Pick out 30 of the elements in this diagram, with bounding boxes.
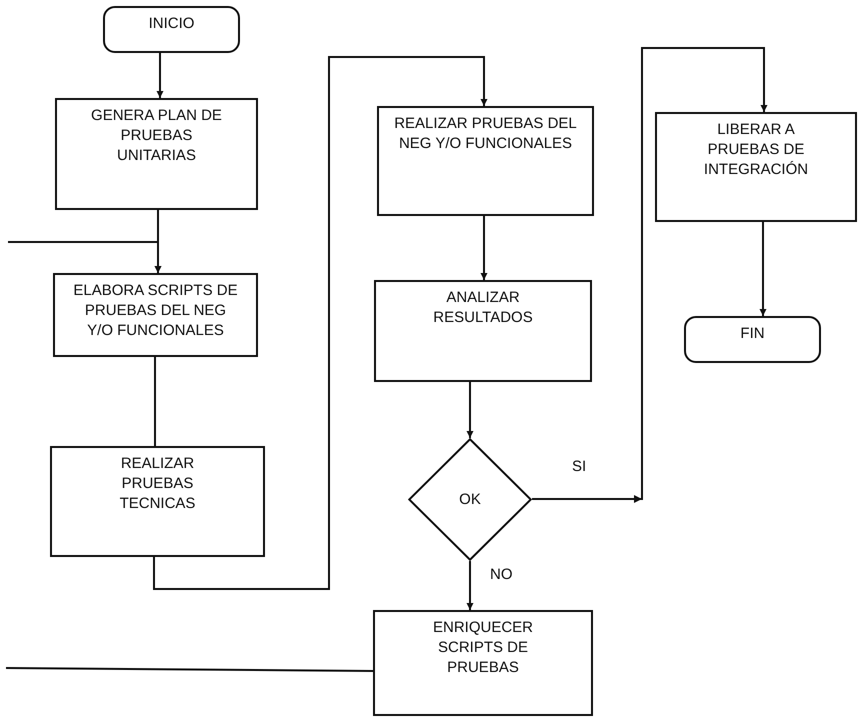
- node-label: REALIZAR PRUEBAS TECNICAS: [118, 454, 196, 514]
- node-label: INICIO: [148, 14, 196, 34]
- node-label: FIN: [739, 324, 766, 344]
- process-box: [53, 273, 258, 357]
- node-label: ANALIZAR RESULTADOS: [432, 288, 534, 328]
- arrow: [760, 222, 766, 316]
- node-label: LIBERAR A PRUEBAS DE INTEGRACIÓN: [702, 120, 810, 180]
- terminal-box: [103, 6, 240, 53]
- node-label: ELABORA SCRIPTS DE PRUEBAS DEL NEG Y/O FUNCIONALES: [72, 281, 239, 341]
- process-box: [50, 446, 265, 557]
- arrow: [156, 53, 164, 98]
- connector-line: [154, 357, 156, 446]
- connector-line: [6, 667, 373, 672]
- arrow: [480, 216, 488, 280]
- arrow: [8, 241, 162, 273]
- terminal-box: [684, 316, 821, 363]
- process-box: [373, 610, 593, 716]
- node-label: REALIZAR PRUEBAS DEL NEG Y/O FUNCIONALES: [393, 114, 578, 154]
- node-label: OK: [458, 490, 482, 510]
- arrow: [466, 382, 474, 438]
- arrow: [532, 47, 768, 500]
- arrow: [153, 56, 488, 590]
- decision-diamond: [408, 438, 532, 561]
- node-label: GENERA PLAN DE PRUEBAS UNITARIAS: [90, 106, 223, 166]
- process-box: [55, 98, 258, 210]
- arrow: [466, 561, 474, 610]
- process-box: [377, 106, 594, 216]
- process-box: [655, 112, 857, 222]
- node-label: ENRIQUECER SCRIPTS DE PRUEBAS: [432, 618, 534, 678]
- process-box: [374, 280, 592, 382]
